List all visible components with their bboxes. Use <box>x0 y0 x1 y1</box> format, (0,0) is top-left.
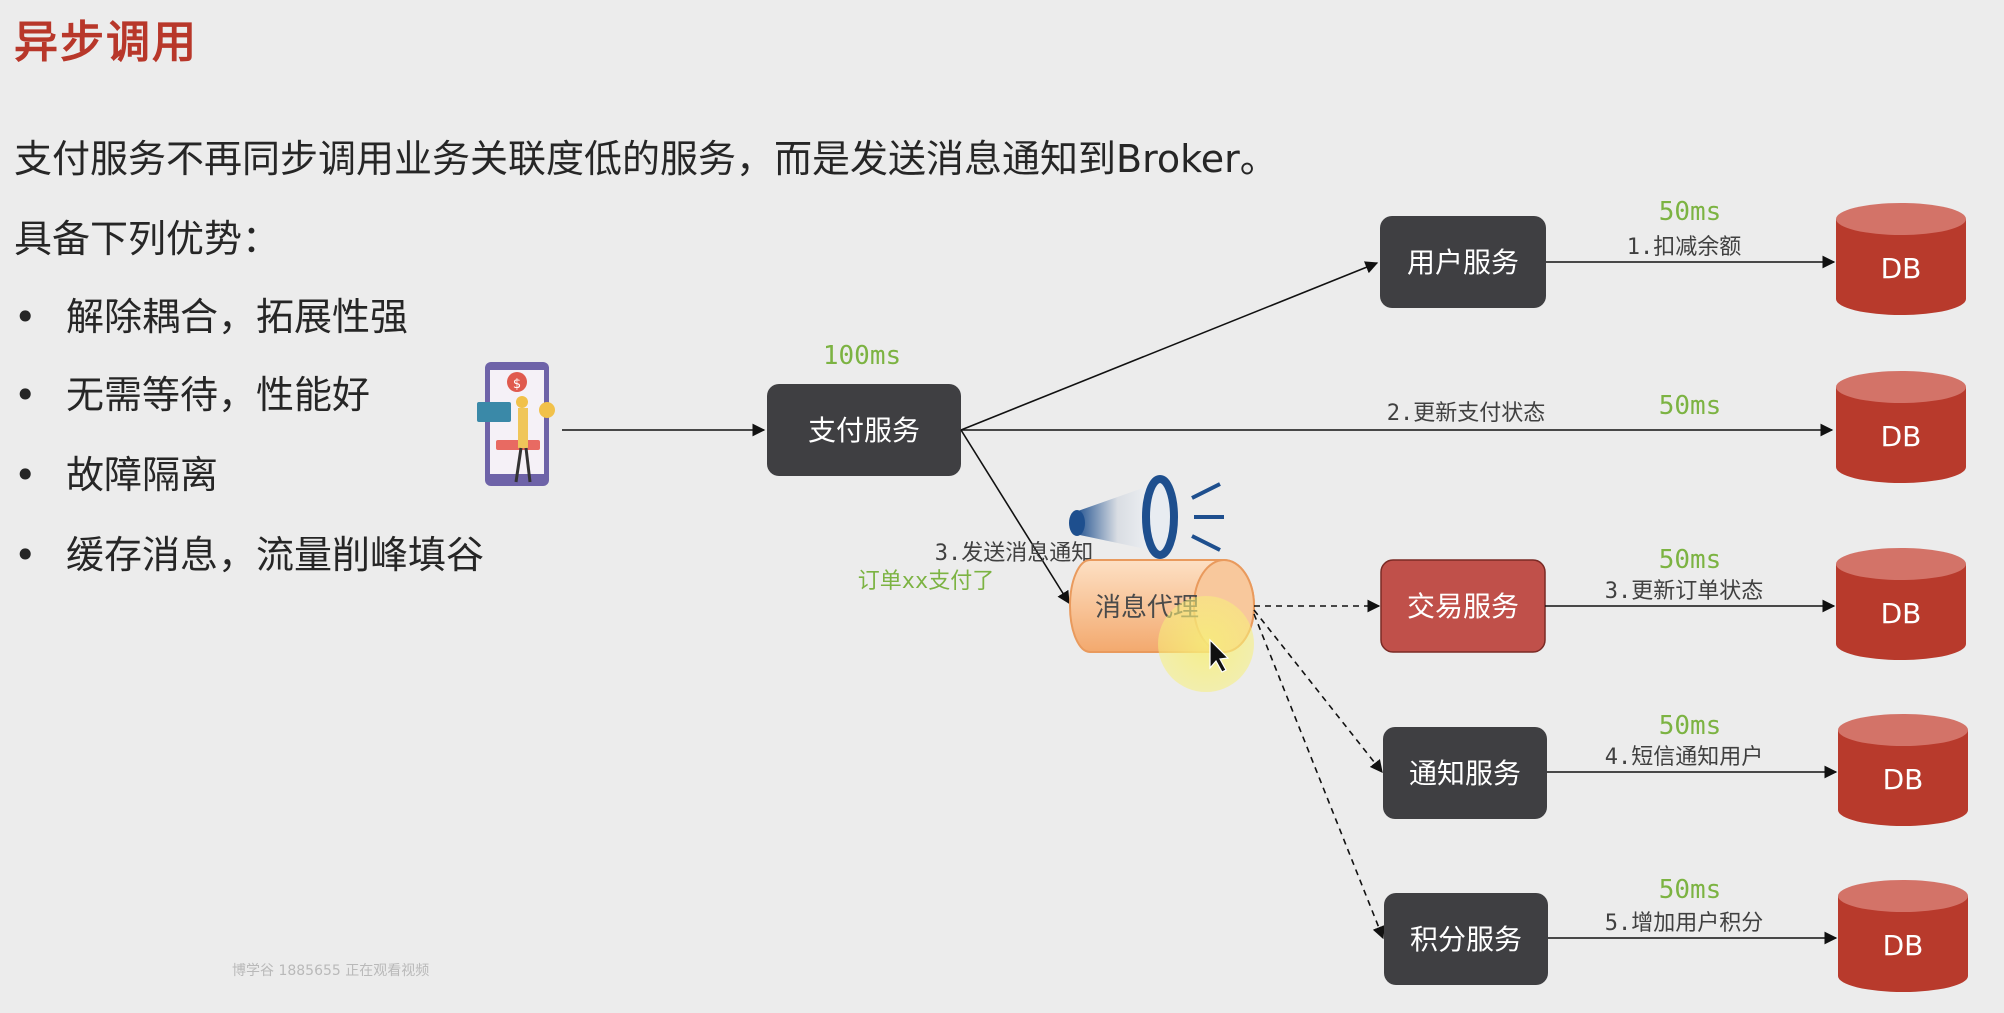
advantage-item: •解除耦合，拓展性强 <box>14 295 409 339</box>
user-service-edge: 1.扣减余额 <box>1627 235 1742 260</box>
trade-service-label: 交易服务 <box>1407 590 1519 623</box>
trade-service-latency: 50ms <box>1659 545 1722 575</box>
pay-status-edge: 2.更新支付状态 <box>1387 401 1546 426</box>
advantage-item: •缓存消息，流量削峰填谷 <box>14 533 485 577</box>
notify-service-label: 通知服务 <box>1409 757 1521 790</box>
pay-service-label: 支付服务 <box>808 414 920 447</box>
notify-service-node: 通知服务 <box>1383 727 1547 819</box>
svg-text:$: $ <box>513 377 521 392</box>
svg-text:DB: DB <box>1883 929 1924 962</box>
database-icon: DB <box>1836 203 1966 315</box>
notify-service-edge: 4.短信通知用户 <box>1605 745 1764 770</box>
database-icon: DB <box>1838 714 1968 826</box>
database-icon: DB <box>1838 880 1968 992</box>
points-service-latency: 50ms <box>1659 875 1722 905</box>
advantage-item: •无需等待，性能好 <box>14 373 371 417</box>
svg-text:DB: DB <box>1881 420 1922 453</box>
pay-service-node: 支付服务 <box>767 384 961 476</box>
notify-service-latency: 50ms <box>1659 711 1722 741</box>
user-service-label: 用户服务 <box>1407 246 1519 279</box>
mouse-cursor-icon <box>1158 596 1254 692</box>
points-service-edge: 5.增加用户积分 <box>1605 911 1764 936</box>
svg-text:DB: DB <box>1883 763 1924 796</box>
trade-service-edge: 3.更新订单状态 <box>1605 579 1764 604</box>
database-icon: DB <box>1836 548 1966 660</box>
payment-phone-icon: $ <box>477 362 555 486</box>
watermark: 博学谷 1885655 正在观看视频 <box>232 963 430 979</box>
broker-edge-sublabel: 订单xx支付了 <box>858 569 995 594</box>
user-service-node: 用户服务 <box>1380 216 1546 308</box>
points-service-label: 积分服务 <box>1410 923 1522 956</box>
svg-text:DB: DB <box>1881 252 1922 285</box>
user-service-latency: 50ms <box>1659 197 1722 227</box>
pay-service-latency: 100ms <box>823 341 901 371</box>
pay-status-latency: 50ms <box>1659 391 1722 421</box>
database-icon: DB <box>1836 371 1966 483</box>
megaphone-icon <box>1069 475 1224 559</box>
advantages-heading: 具备下列优势： <box>14 217 281 261</box>
broker-edge-label: 3.发送消息通知 <box>935 541 1094 566</box>
svg-text:DB: DB <box>1881 597 1922 630</box>
trade-service-node: 交易服务 <box>1380 559 1546 653</box>
description-text: 支付服务不再同步调用业务关联度低的服务，而是发送消息通知到Broker。 <box>14 137 1278 181</box>
page-title: 异步调用 <box>14 17 198 68</box>
points-service-node: 积分服务 <box>1384 893 1548 985</box>
advantage-item: •故障隔离 <box>14 453 219 497</box>
